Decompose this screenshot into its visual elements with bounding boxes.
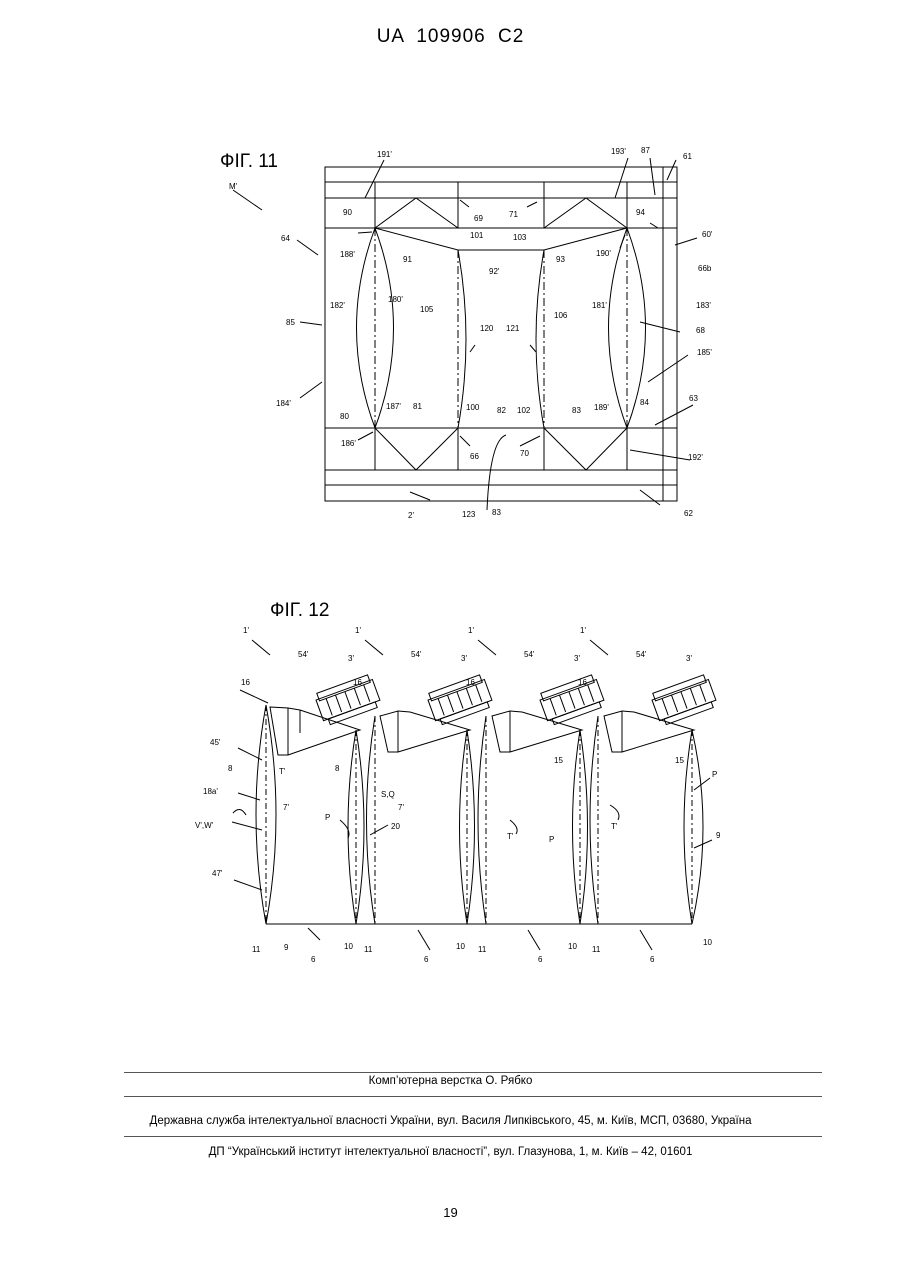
figure12-reference-label: 6	[650, 955, 655, 964]
figure12-reference-label: 15	[554, 756, 563, 765]
figure12-reference-label: 11	[364, 945, 373, 954]
figure12-reference-label: T'	[611, 822, 618, 831]
figure12-reference-label: 11	[252, 945, 261, 954]
figure12-reference-label: P	[712, 770, 717, 779]
figure12-reference-label: P	[325, 813, 330, 822]
figure12-reference-label: 54'	[411, 650, 422, 659]
figure12-reference-label: 6	[311, 955, 316, 964]
figure12-reference-label: 16	[353, 678, 362, 687]
figure12-reference-label: 11	[478, 945, 487, 954]
figure12-reference-label: 7'	[283, 803, 289, 812]
figure12-reference-label: 16	[578, 678, 587, 687]
figure12-reference-label: 1'	[468, 626, 474, 635]
figure12-reference-label: 15	[675, 756, 684, 765]
figure12-reference-label: T'	[279, 767, 286, 776]
figure12-reference-label: 10	[703, 938, 712, 947]
page-number: 19	[0, 1205, 901, 1220]
figure12-reference-label: T'	[507, 832, 514, 841]
figure12-reference-label: 18a'	[203, 787, 218, 796]
figure12-reference-label: 10	[344, 942, 353, 951]
figure12-reference-label: 16	[466, 678, 475, 687]
figure12-reference-label: 20	[391, 822, 400, 831]
figure12-reference-label: 9	[716, 831, 721, 840]
figure12-reference-label: 3'	[574, 654, 580, 663]
figure12-reference-label: S,Q	[381, 790, 395, 799]
figure12-reference-label: 16	[241, 678, 250, 687]
agency-address: Державна служба інтелектуальної власност…	[0, 1115, 901, 1127]
layout-credit: Комп’ютерна верстка О. Рябко	[0, 1075, 901, 1087]
figure12-reference-label: 6	[424, 955, 429, 964]
figure12-reference-label: 54'	[298, 650, 309, 659]
footer-rule-3	[124, 1136, 822, 1137]
figure12-reference-label: 6	[538, 955, 543, 964]
figure12-reference-label: 3'	[348, 654, 354, 663]
figure12-reference-label: 47'	[212, 869, 223, 878]
figure12-reference-label: 1'	[355, 626, 361, 635]
figure12-reference-label: 3'	[686, 654, 692, 663]
figure12-reference-label: 45'	[210, 738, 221, 747]
footer-rule-1	[124, 1072, 822, 1073]
figure12-reference-label: 11	[592, 945, 601, 954]
figure12-reference-label: 9	[284, 943, 289, 952]
footer-rule-2	[124, 1096, 822, 1097]
figure12-reference-label: 8	[335, 764, 340, 773]
figure12-reference-label: 1'	[243, 626, 249, 635]
figure12-reference-label: 10	[456, 942, 465, 951]
figure12-reference-label: 3'	[461, 654, 467, 663]
figure12-reference-label: V',W'	[195, 821, 214, 830]
figure12-reference-label: 54'	[636, 650, 647, 659]
figure12-reference-label: 7'	[398, 803, 404, 812]
figure12-reference-label: 54'	[524, 650, 535, 659]
figure12-reference-label: 1'	[580, 626, 586, 635]
figure12-reference-label: 10	[568, 942, 577, 951]
figure12-reference-label: 8	[228, 764, 233, 773]
institute-address: ДП “Український інститут інтелектуальної…	[0, 1146, 901, 1158]
figure12-reference-label: P	[549, 835, 554, 844]
